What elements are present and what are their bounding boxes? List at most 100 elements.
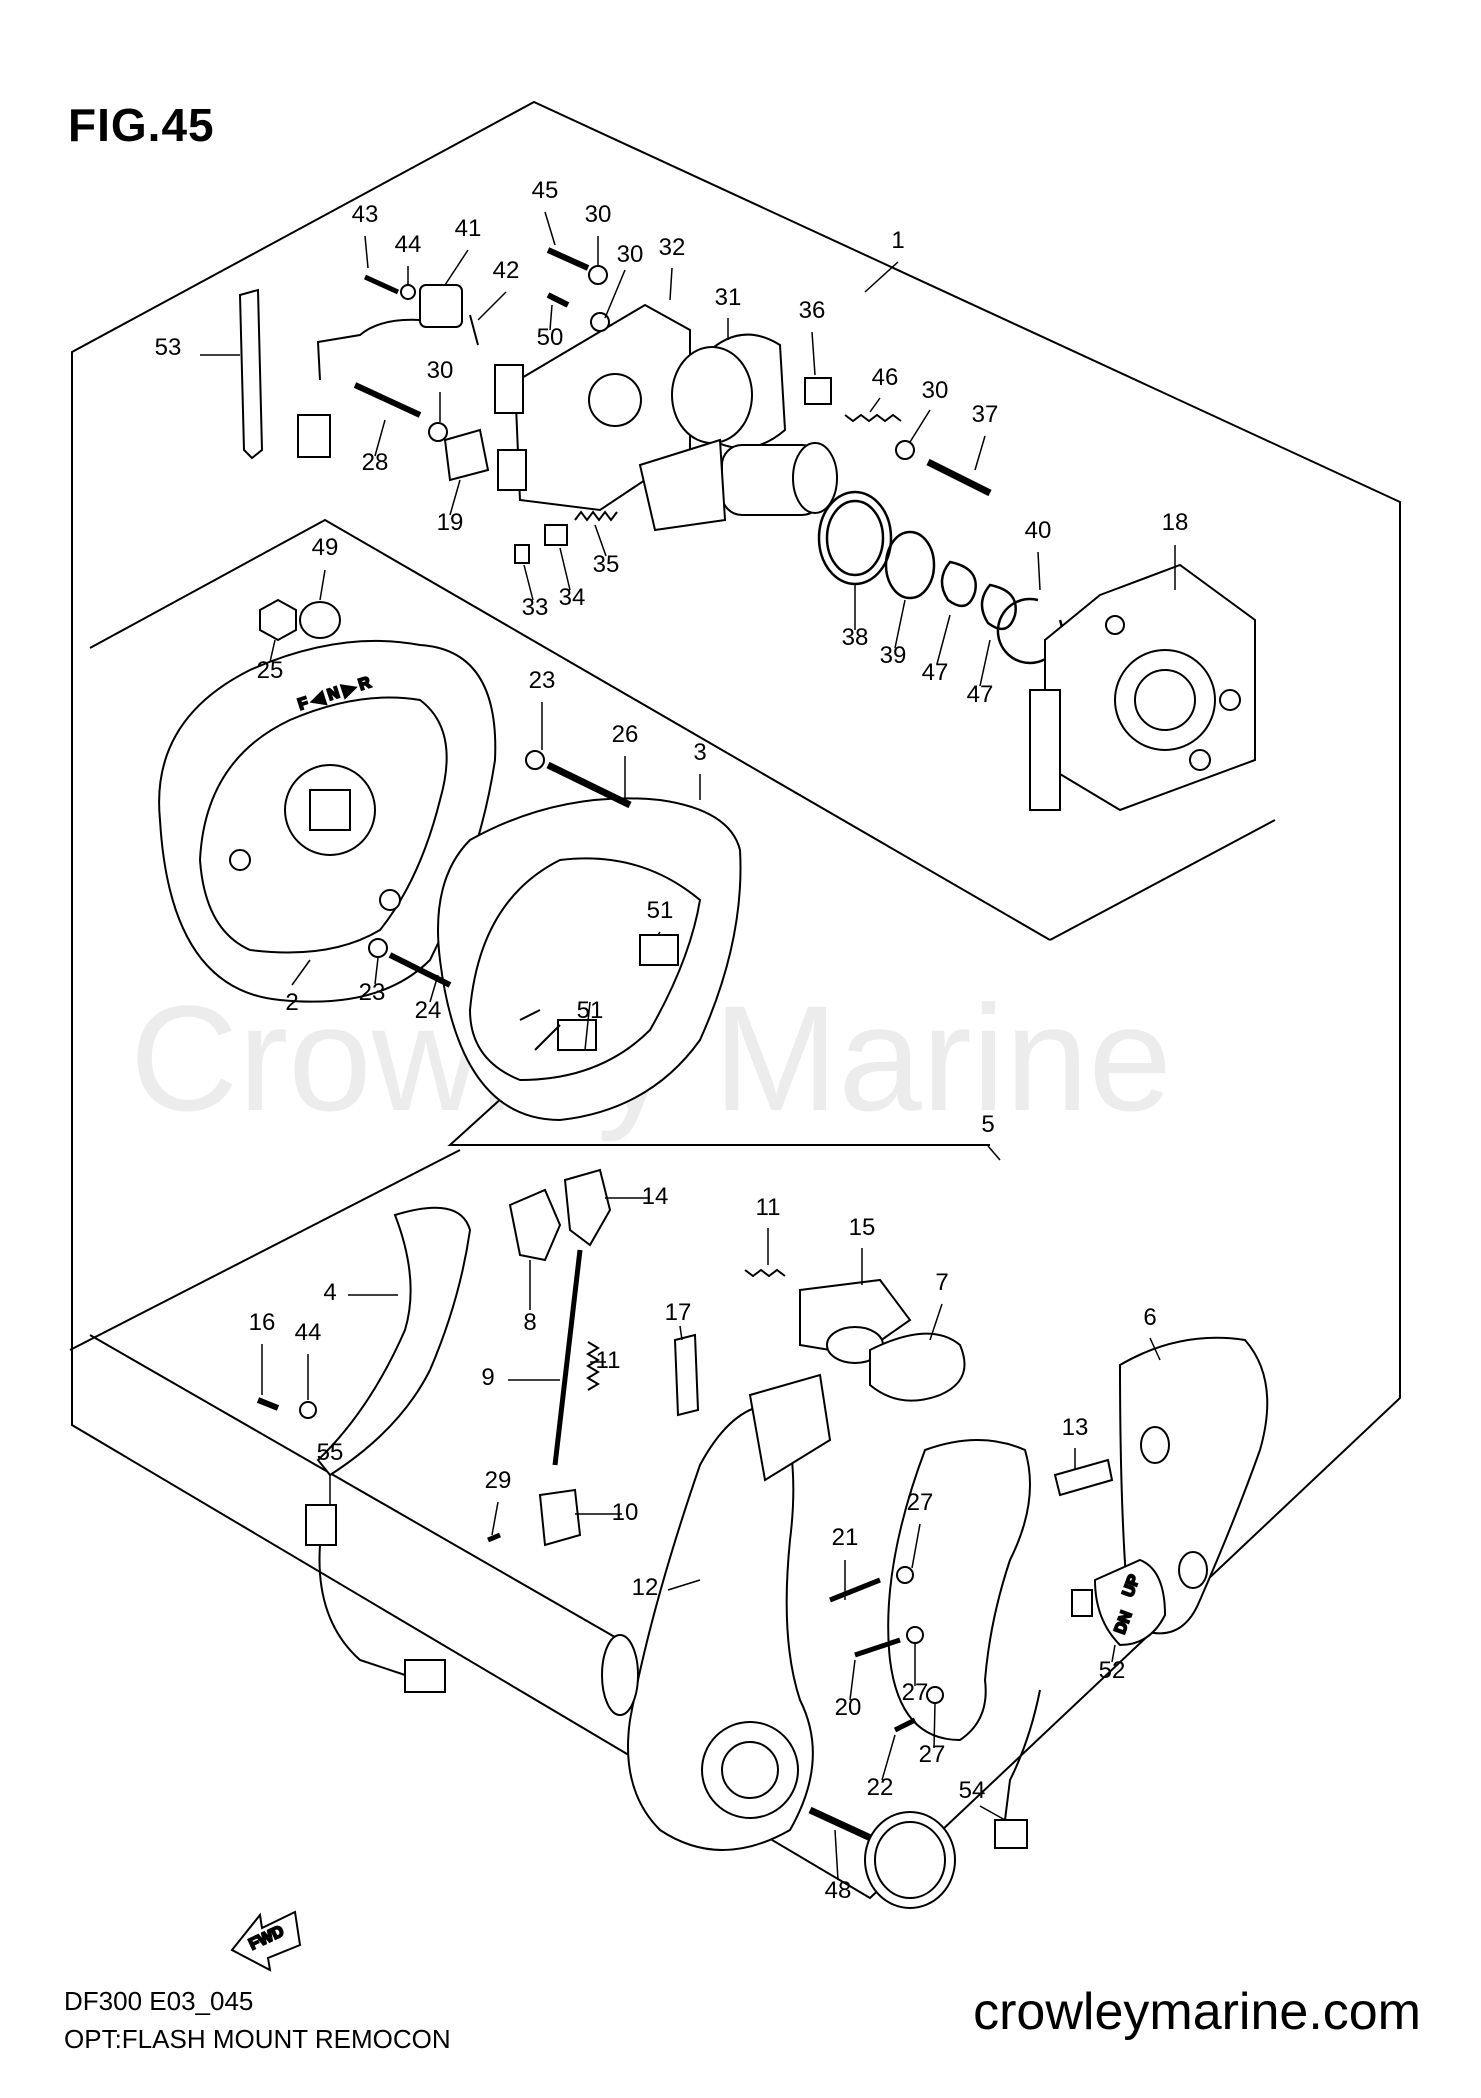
shift-shaft-drum bbox=[638, 333, 838, 532]
leader-line-c27a bbox=[911, 1523, 921, 1569]
leader-line-c1 bbox=[864, 261, 899, 293]
leader-line-c6 bbox=[1149, 1337, 1161, 1361]
callout-c15: 15 bbox=[849, 1214, 876, 1241]
callout-c36: 36 bbox=[799, 297, 826, 324]
section-name: OPT:FLASH MOUNT REMOCON bbox=[64, 2024, 451, 2054]
callout-c45: 45 bbox=[532, 177, 559, 204]
leader-line-c33 bbox=[523, 564, 534, 601]
callout-c44b: 44 bbox=[295, 1319, 322, 1346]
callout-c5: 5 bbox=[981, 1111, 994, 1138]
callout-c26: 26 bbox=[612, 721, 639, 748]
leader-line-c43 bbox=[364, 235, 369, 269]
leader-line-c2 bbox=[291, 959, 311, 986]
callout-c11a: 11 bbox=[756, 1194, 781, 1221]
callout-c3: 3 bbox=[693, 739, 706, 766]
callout-c35: 35 bbox=[593, 551, 620, 578]
callout-c30b: 30 bbox=[617, 241, 644, 268]
callout-c22: 22 bbox=[867, 1774, 894, 1801]
callout-c30d: 30 bbox=[922, 377, 949, 404]
site-url[interactable]: crowleymarine.com bbox=[973, 1983, 1421, 2041]
leader-line-c30b bbox=[604, 269, 626, 319]
assembly-outline bbox=[71, 100, 1401, 1900]
callout-c8: 8 bbox=[523, 1309, 536, 1336]
callout-c27a: 27 bbox=[907, 1489, 934, 1516]
callout-c11b: 11 bbox=[596, 1347, 621, 1374]
lock-cover-plate bbox=[437, 797, 742, 1122]
leader-line-c23b bbox=[374, 957, 379, 985]
callout-c30a: 30 bbox=[585, 201, 612, 228]
callout-c2: 2 bbox=[285, 989, 298, 1016]
leader-line-c32 bbox=[669, 267, 673, 301]
leader-line-c27c bbox=[933, 1702, 936, 1749]
callout-c51b: 51 bbox=[577, 997, 604, 1024]
remote-control-housing bbox=[1029, 563, 1256, 812]
callout-c1: 1 bbox=[891, 227, 904, 254]
small-hardware-upper bbox=[238, 247, 992, 642]
callout-c27c: 27 bbox=[919, 1741, 946, 1768]
callout-c10: 10 bbox=[612, 1499, 639, 1526]
leader-line-c25 bbox=[269, 639, 276, 663]
leader-line-c30d bbox=[909, 409, 931, 443]
callout-c21: 21 bbox=[832, 1524, 859, 1551]
leader-line-c49 bbox=[319, 569, 326, 601]
callout-c20: 20 bbox=[835, 1694, 862, 1721]
leader-line-c17 bbox=[679, 1325, 683, 1341]
leader-line-c22 bbox=[881, 1734, 896, 1781]
leader-line-c48 bbox=[834, 1829, 839, 1881]
leader-line-c46 bbox=[869, 397, 881, 413]
callout-c49: 49 bbox=[312, 534, 339, 561]
callout-c40: 40 bbox=[1025, 517, 1052, 544]
leader-line-c7 bbox=[929, 1303, 943, 1341]
cover-screws bbox=[368, 750, 632, 988]
callout-c25: 25 bbox=[257, 657, 284, 684]
control-handle-parts: FWD UP DN bbox=[230, 1168, 1269, 1972]
callout-c50: 50 bbox=[537, 324, 564, 351]
leader-line-c51a bbox=[657, 931, 661, 936]
leader-line-c12 bbox=[667, 1579, 701, 1591]
callout-c14: 14 bbox=[642, 1183, 669, 1210]
leader-line-c41 bbox=[444, 249, 469, 286]
callout-c12: 12 bbox=[632, 1574, 659, 1601]
callout-c16: 16 bbox=[249, 1309, 276, 1336]
leader-line-c34 bbox=[559, 547, 571, 591]
callout-c51a: 51 bbox=[647, 897, 674, 924]
callout-c34: 34 bbox=[559, 584, 586, 611]
callout-c9: 9 bbox=[481, 1364, 494, 1391]
callout-c13: 13 bbox=[1062, 1414, 1089, 1441]
model-code: DF300 E03_045 bbox=[64, 1986, 254, 2016]
callout-c27b: 27 bbox=[902, 1679, 929, 1706]
callout-c46: 46 bbox=[872, 364, 899, 391]
callout-c47a: 47 bbox=[922, 659, 949, 686]
callout-c43: 43 bbox=[352, 201, 379, 228]
section-frame-shift-cover bbox=[69, 518, 1276, 1641]
leader-line-c36 bbox=[811, 331, 816, 376]
callout-c55: 55 bbox=[317, 1439, 344, 1466]
callout-c42: 42 bbox=[493, 257, 520, 284]
leader-line-c37 bbox=[974, 435, 986, 471]
callout-c52: 52 bbox=[1099, 1657, 1126, 1684]
callout-c53: 53 bbox=[155, 334, 182, 361]
leader-line-c28 bbox=[374, 419, 386, 457]
leader-line-c19 bbox=[449, 479, 461, 516]
leader-line-c52 bbox=[1111, 1644, 1116, 1663]
leader-line-c39 bbox=[894, 599, 906, 649]
control-bracket-plate bbox=[494, 303, 691, 512]
leader-line-c47b bbox=[979, 639, 991, 687]
leader-line-c50 bbox=[549, 304, 553, 331]
callout-c47b: 47 bbox=[967, 681, 994, 708]
callout-c37: 37 bbox=[972, 401, 999, 428]
leader-line-c47a bbox=[936, 614, 951, 665]
callout-c33: 33 bbox=[522, 594, 549, 621]
callout-c24: 24 bbox=[415, 997, 442, 1024]
leader-line-c29 bbox=[491, 1501, 499, 1536]
callout-c23a: 23 bbox=[529, 667, 556, 694]
callout-c39: 39 bbox=[880, 642, 907, 669]
leader-line-c40 bbox=[1037, 551, 1041, 591]
callout-c7: 7 bbox=[935, 1269, 948, 1296]
callout-c19: 19 bbox=[437, 509, 464, 536]
callout-c18: 18 bbox=[1162, 509, 1189, 536]
callout-c38: 38 bbox=[842, 624, 869, 651]
leader-line-c54 bbox=[979, 1805, 1006, 1821]
